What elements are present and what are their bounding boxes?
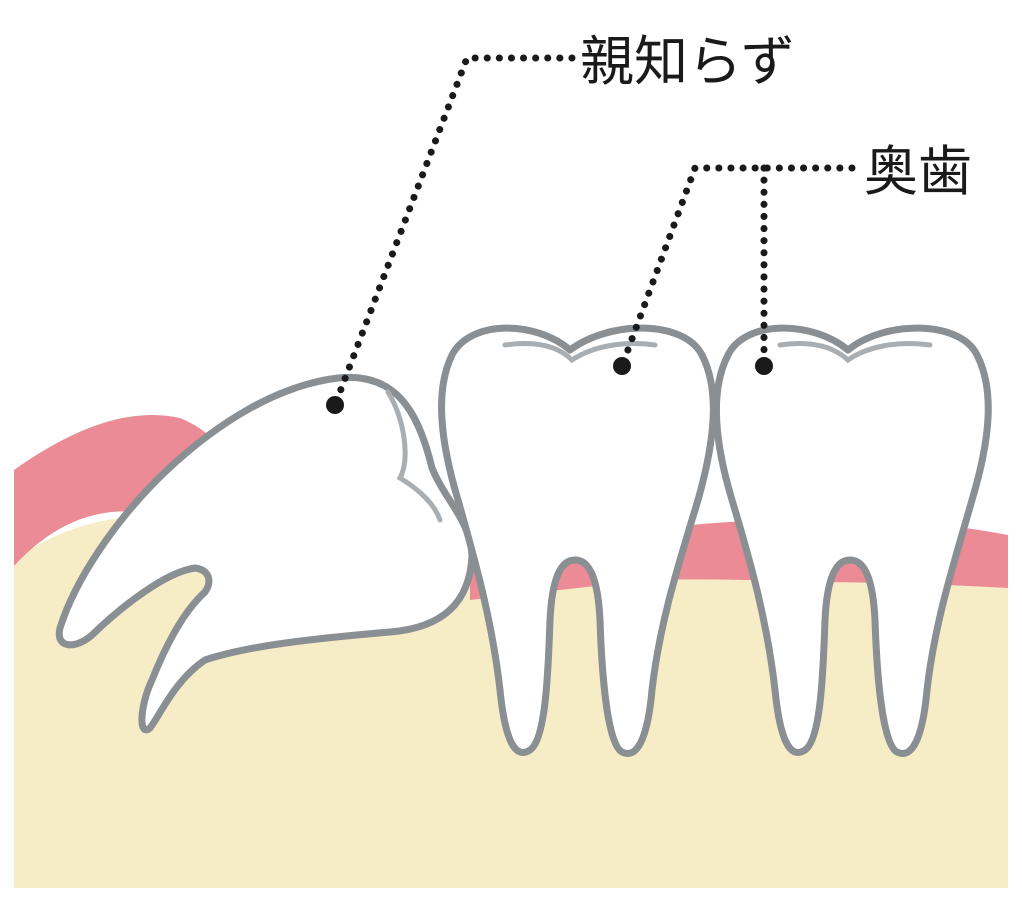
molar-right bbox=[712, 324, 992, 757]
wisdom-tooth-label: 親知らず bbox=[580, 30, 795, 93]
molar-left bbox=[438, 324, 717, 757]
molar-right-body bbox=[712, 324, 992, 757]
molar-right-dot bbox=[755, 357, 773, 375]
molar-leader-main bbox=[618, 164, 856, 370]
molar-right-crease bbox=[777, 340, 933, 364]
molar-label: 奥歯 bbox=[864, 140, 972, 203]
wisdom-tooth-dot bbox=[326, 396, 344, 414]
wisdom-tooth-leader bbox=[331, 54, 576, 409]
molar-left-body bbox=[438, 324, 717, 757]
molar-left-crease bbox=[502, 340, 658, 364]
wisdom-tooth-crease bbox=[385, 389, 443, 523]
molar-left-dot bbox=[613, 357, 631, 375]
